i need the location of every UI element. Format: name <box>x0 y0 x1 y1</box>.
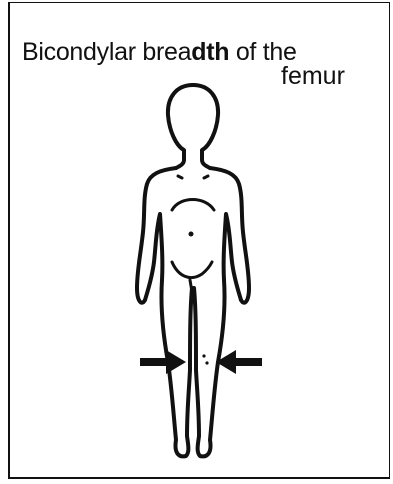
arrow-right-icon <box>140 350 186 374</box>
shoulder-line-right <box>204 176 208 178</box>
knee-mark <box>202 354 205 357</box>
shoulder-line-left <box>178 176 182 178</box>
head-outline-right <box>193 85 218 168</box>
chest-line <box>172 200 214 211</box>
right-leg-outline <box>194 280 225 456</box>
navel-dot <box>189 232 194 237</box>
knee-mark-2 <box>205 361 208 364</box>
groin-line <box>172 262 212 278</box>
groin-center <box>190 280 192 292</box>
head-outline <box>168 85 193 168</box>
measurement-arrows <box>140 350 262 374</box>
arrow-left-icon <box>216 350 262 374</box>
